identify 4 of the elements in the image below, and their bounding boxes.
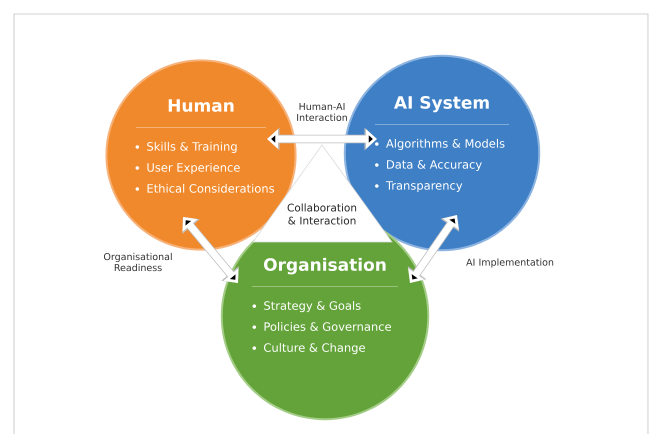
edge-label: Human-AI Interaction — [297, 102, 347, 122]
edge-label: Organisational Readiness — [104, 252, 172, 272]
edge-label: AI Implementation — [466, 258, 554, 268]
double-arrow — [182, 217, 239, 283]
